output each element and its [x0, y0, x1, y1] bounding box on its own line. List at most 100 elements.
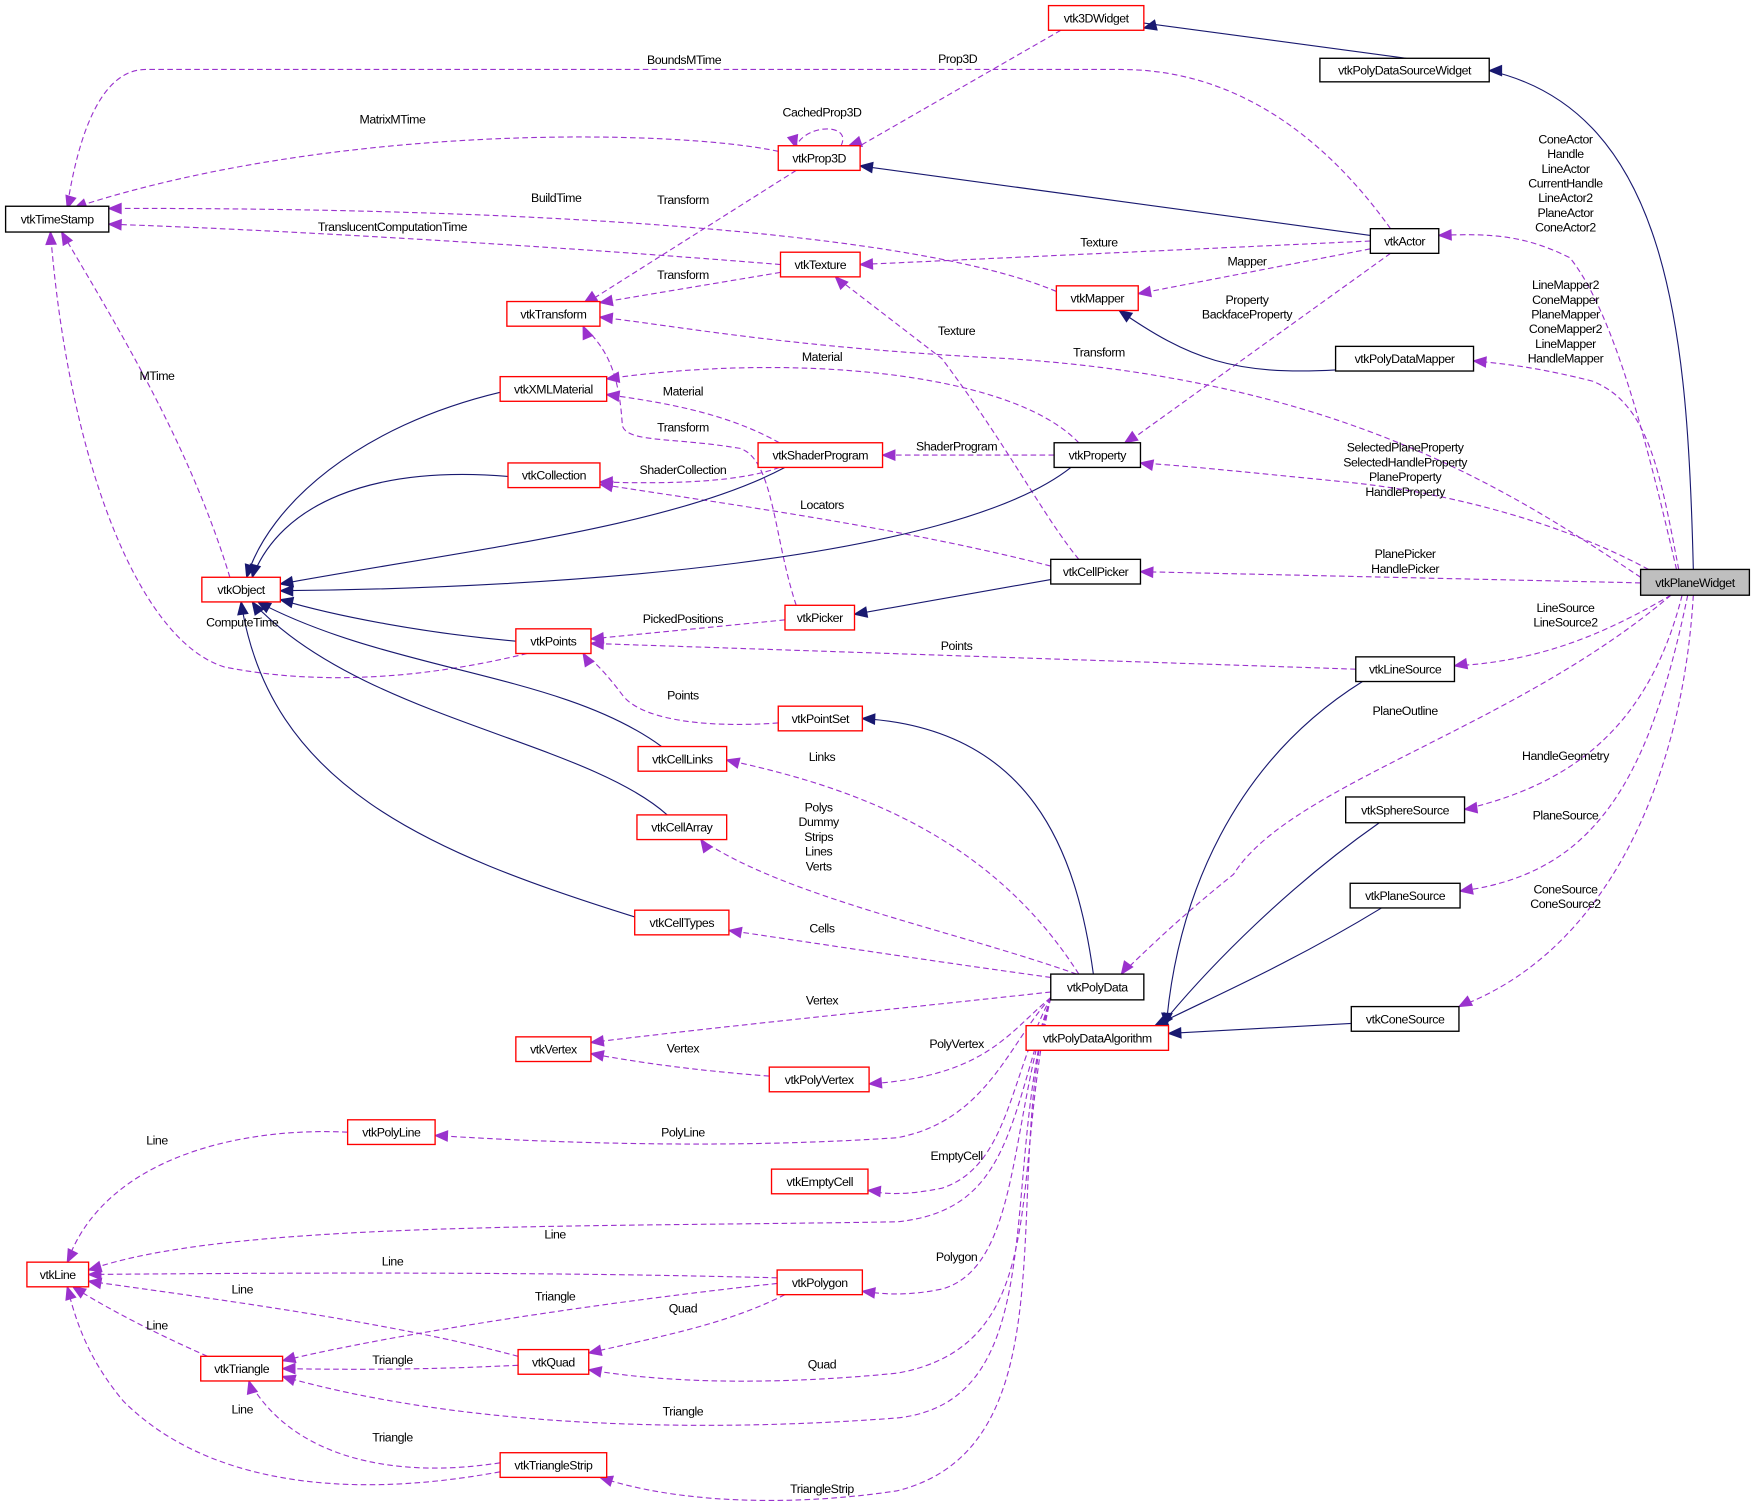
usage-edge-vtkTriangleStrip-to-vtkLine [65, 1285, 501, 1486]
class-node-vtkCollection[interactable]: vtkCollection [507, 462, 601, 489]
class-node-vtkCellTypes[interactable]: vtkCellTypes [634, 909, 730, 936]
class-node-vtk3DWidget[interactable]: vtk3DWidget [1047, 4, 1145, 31]
node-label: vtkConeSource [1366, 1012, 1445, 1026]
edge-line [66, 1131, 348, 1263]
edge-line [251, 473, 509, 578]
usage-edge-vtkPolyData-to-vtkLine [87, 997, 1052, 1273]
arrowhead-icon [582, 652, 595, 668]
edge-label: Triangle [372, 1431, 413, 1445]
class-node-vtkTriangleStrip[interactable]: vtkTriangleStrip [499, 1452, 608, 1479]
class-node-vtkXMLMaterial[interactable]: vtkXMLMaterial [499, 375, 608, 402]
arrowhead-icon [87, 1277, 103, 1290]
class-node-vtkPoints[interactable]: vtkPoints [515, 628, 592, 655]
edge-label-line: Triangle [663, 1405, 704, 1419]
edge-label-line: ConeMapper [1532, 293, 1599, 307]
class-node-vtkMapper[interactable]: vtkMapper [1055, 285, 1139, 312]
class-node-vtkQuad[interactable]: vtkQuad [517, 1348, 590, 1375]
class-node-vtkPolyDataMapper[interactable]: vtkPolyDataMapper [1334, 345, 1475, 372]
edge-label-line: LineActor [1541, 162, 1589, 176]
arrowhead-icon [1472, 356, 1487, 368]
edge-label-line: EmptyCell [930, 1149, 982, 1163]
edge-label-line: Vertex [806, 993, 840, 1007]
edge-line [599, 316, 1641, 578]
class-node-vtkPlaneWidget[interactable]: vtkPlaneWidget [1639, 568, 1751, 596]
class-node-vtkPolyVertex[interactable]: vtkPolyVertex [768, 1066, 870, 1093]
edge-label: HandleGeometry [1522, 749, 1610, 763]
edge-line [1438, 234, 1678, 570]
usage-edge-vtkProp3D-to-vtkTransform [583, 169, 797, 304]
usage-edge-vtkPolyVertex-to-vtkVertex [589, 1050, 770, 1077]
class-node-vtkTexture[interactable]: vtkTexture [779, 251, 861, 278]
edge-label: PlaneSource [1533, 808, 1599, 822]
arrowhead-icon [1142, 19, 1158, 31]
class-node-vtkPolyDataSourceWidget[interactable]: vtkPolyDataSourceWidget [1319, 57, 1490, 83]
edge-label-line: TriangleStrip [790, 1482, 854, 1496]
edge-line [1139, 21, 1407, 59]
edge-label: Vertex [806, 993, 840, 1007]
node-label: vtkCellTypes [650, 916, 715, 930]
class-node-vtkPolygon[interactable]: vtkPolygon [776, 1269, 864, 1296]
usage-edge-vtk3DWidget-to-vtkProp3D [847, 29, 1062, 148]
class-node-vtkTriangle[interactable]: vtkTriangle [200, 1355, 284, 1382]
arrowhead-icon [1463, 801, 1479, 814]
arrowhead-icon [598, 294, 614, 307]
class-node-vtkProperty[interactable]: vtkProperty [1053, 442, 1142, 469]
node-label: vtkCollection [522, 469, 587, 483]
edge-line [590, 1053, 770, 1077]
arrowhead-icon [589, 638, 605, 650]
class-node-vtkPlaneSource[interactable]: vtkPlaneSource [1349, 882, 1461, 909]
class-node-vtkPointSet[interactable]: vtkPointSet [777, 705, 864, 732]
edge-label-line: ShaderCollection [640, 463, 727, 477]
class-node-vtkCellPicker[interactable]: vtkCellPicker [1050, 558, 1142, 585]
usage-edge-vtkTriangle-to-vtkLine [71, 1286, 208, 1357]
inheritance-edge-vtkCellLinks-to-vtkObject [256, 601, 662, 747]
arrowhead-icon [281, 1374, 297, 1387]
node-label: vtkLineSource [1369, 663, 1442, 677]
edge-label: Transform [657, 421, 709, 435]
node-label: vtkCellLinks [652, 752, 713, 766]
edge-line [582, 653, 779, 725]
node-box [1334, 345, 1475, 372]
edge-label-line: BoundsMTime [647, 53, 722, 67]
class-node-vtkSphereSource[interactable]: vtkSphereSource [1345, 796, 1466, 824]
class-node-vtkVertex[interactable]: vtkVertex [515, 1036, 592, 1063]
edge-label: Transform [1073, 345, 1125, 359]
class-node-vtkObject[interactable]: vtkObject [201, 576, 282, 603]
arrowhead-icon [786, 133, 799, 150]
usage-edge-vtkPolyData-to-vtkVertex [589, 991, 1051, 1047]
arrowhead-icon [834, 275, 849, 291]
edge-line [867, 997, 1052, 1195]
edge-line [588, 1294, 786, 1354]
class-node-vtkPicker[interactable]: vtkPicker [784, 604, 856, 631]
class-node-vtkConeSource[interactable]: vtkConeSource [1350, 1005, 1460, 1032]
arrowhead-icon [251, 600, 265, 616]
arrowhead-icon [589, 1050, 605, 1062]
class-node-vtkCellLinks[interactable]: vtkCellLinks [637, 745, 728, 772]
edge-label-line: Dummy [799, 815, 841, 829]
class-node-vtkCellArray[interactable]: vtkCellArray [636, 814, 728, 841]
class-node-vtkProp3D[interactable]: vtkProp3D [777, 145, 861, 172]
class-node-vtkActor[interactable]: vtkActor [1369, 227, 1440, 255]
class-node-vtkLine[interactable]: vtkLine [26, 1261, 90, 1288]
usage-edge-vtkTexture-to-vtkTransform [598, 271, 781, 307]
class-node-vtkTransform[interactable]: vtkTransform [506, 300, 601, 327]
class-node-vtkPolyLine[interactable]: vtkPolyLine [346, 1119, 436, 1146]
edge-line [860, 165, 1371, 236]
node-box [507, 462, 601, 489]
class-node-vtkTimeStamp[interactable]: vtkTimeStamp [4, 205, 110, 233]
arrowhead-icon [281, 1351, 297, 1364]
edge-label: Line [146, 1318, 168, 1332]
edge-label-line: CachedProp3D [783, 106, 862, 120]
arrowhead-icon [1437, 228, 1452, 241]
class-node-vtkEmptyCell[interactable]: vtkEmptyCell [770, 1168, 869, 1195]
node-box [517, 1348, 590, 1375]
arrowhead-icon [727, 926, 743, 939]
class-node-vtkLineSource[interactable]: vtkLineSource [1355, 656, 1456, 683]
class-node-vtkPolyData[interactable]: vtkPolyData [1050, 973, 1145, 1001]
inheritance-edge-vtkActor-to-vtkProp3D [858, 161, 1371, 236]
class-node-vtkPolyDataAlgorithm[interactable]: vtkPolyDataAlgorithm [1025, 1024, 1170, 1051]
usage-edge-vtkPolyData-to-vtkCellLinks [725, 757, 1080, 975]
usage-edge-vtkTriangleStrip-to-vtkTriangle [246, 1379, 501, 1469]
class-node-vtkShaderProgram[interactable]: vtkShaderProgram [757, 442, 884, 469]
edge-label: Locators [800, 498, 844, 512]
